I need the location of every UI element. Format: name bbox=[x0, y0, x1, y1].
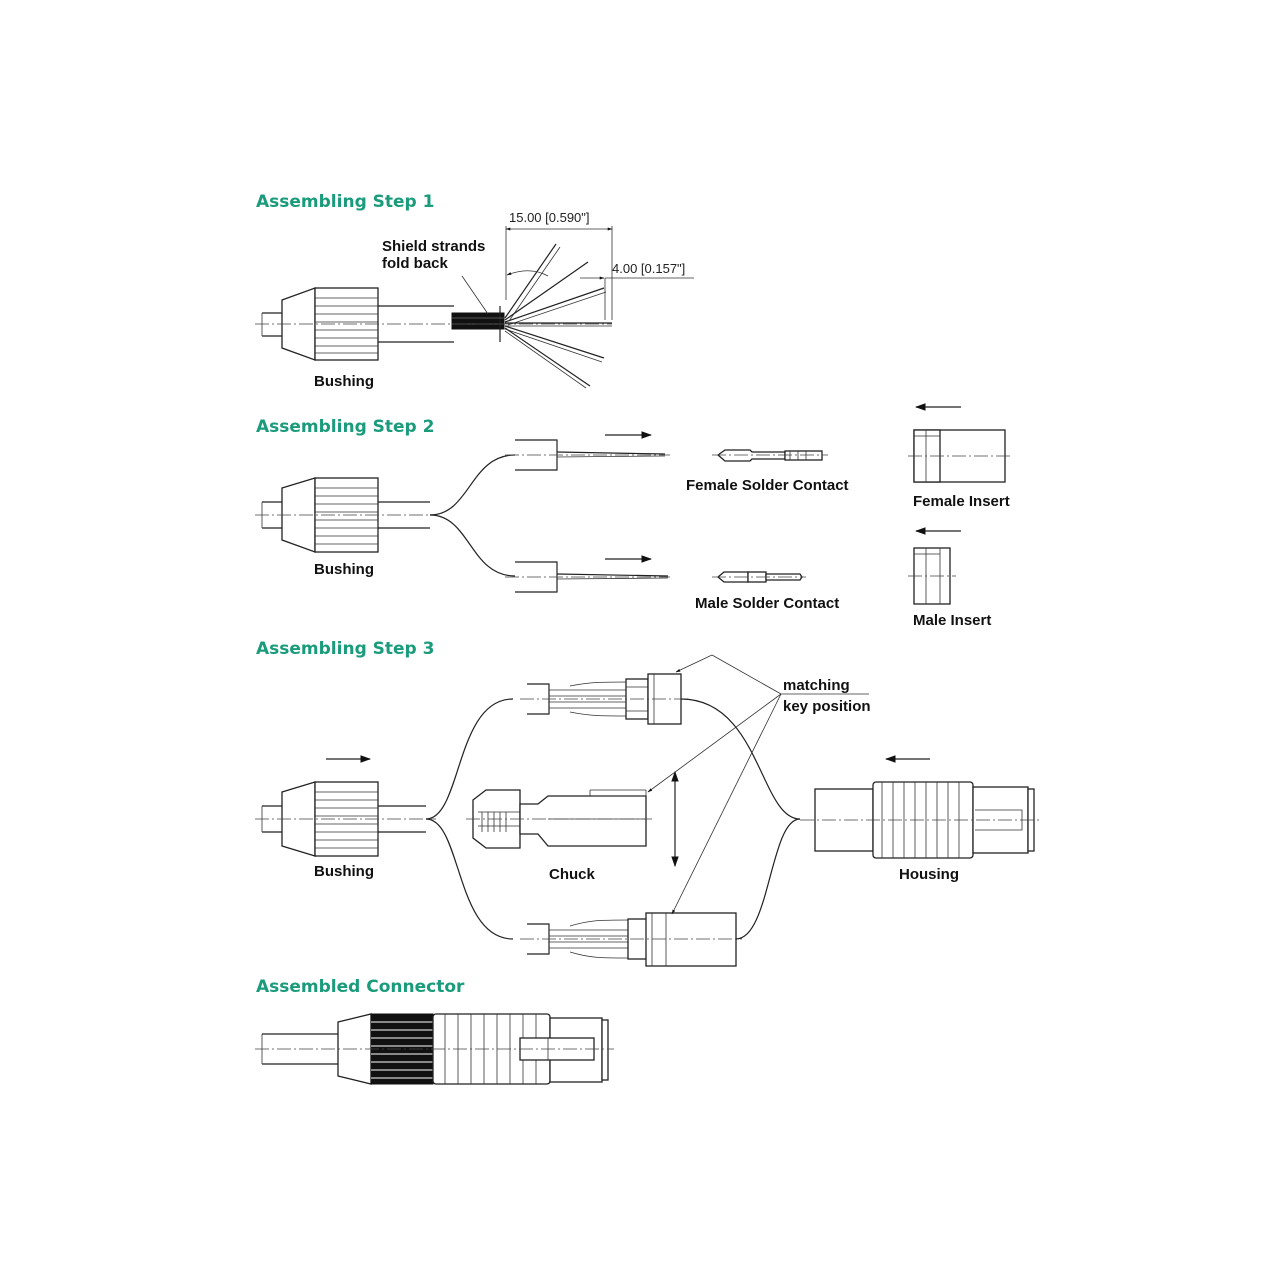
dim-long: 15.00 [0.590"] bbox=[509, 210, 590, 225]
housing bbox=[800, 755, 1040, 859]
key-position-callout: matching key position bbox=[647, 654, 871, 915]
male-insert bbox=[908, 527, 961, 605]
step2-title: Assembling Step 2 bbox=[256, 417, 434, 437]
housing-label: Housing bbox=[899, 866, 959, 883]
fanned-wires bbox=[255, 243, 612, 389]
step1-section: Assembling Step 1 bbox=[255, 192, 694, 390]
male-insert-label: Male Insert bbox=[913, 612, 991, 629]
step3-bushing-label: Bushing bbox=[314, 863, 374, 880]
step3-title: Assembling Step 3 bbox=[256, 639, 434, 659]
step2-lower-wire bbox=[505, 555, 670, 593]
dim-short: 4.00 [0.157"] bbox=[612, 261, 685, 276]
step2-section: Assembling Step 2 bbox=[255, 403, 1012, 629]
step1-title: Assembling Step 1 bbox=[256, 192, 434, 212]
matching-label-line2: key position bbox=[783, 698, 871, 715]
step2-bushing bbox=[255, 477, 430, 553]
female-insert-label: Female Insert bbox=[913, 493, 1010, 510]
assembled-section: Assembled Connector bbox=[255, 977, 614, 1085]
step1-dimensions: 15.00 [0.590"] 4.00 [0.157"] bbox=[461, 210, 694, 320]
step1-bushing-label: Bushing bbox=[314, 373, 374, 390]
female-insert bbox=[908, 403, 1012, 483]
assembled-connector bbox=[255, 1013, 614, 1085]
upper-wired-insert bbox=[520, 673, 690, 725]
female-contact-label: Female Solder Contact bbox=[686, 477, 849, 494]
chuck bbox=[466, 770, 679, 868]
chuck-label: Chuck bbox=[549, 866, 596, 883]
shield-label-line2: fold back bbox=[382, 255, 449, 272]
matching-label-line1: matching bbox=[783, 677, 850, 694]
male-solder-contact bbox=[712, 571, 806, 583]
assembled-title: Assembled Connector bbox=[256, 977, 465, 997]
step3-section: Assembling Step 3 Bushing bbox=[255, 639, 1040, 967]
male-contact-label: Male Solder Contact bbox=[695, 595, 839, 612]
step2-upper-wire bbox=[505, 431, 670, 471]
shield-strands bbox=[451, 306, 505, 342]
step3-bushing bbox=[255, 755, 436, 857]
female-solder-contact bbox=[712, 449, 828, 462]
step1-cable bbox=[261, 312, 282, 337]
shield-label-line1: Shield strands bbox=[382, 238, 485, 255]
step2-bushing-label: Bushing bbox=[314, 561, 374, 578]
lower-wired-insert bbox=[520, 912, 742, 967]
